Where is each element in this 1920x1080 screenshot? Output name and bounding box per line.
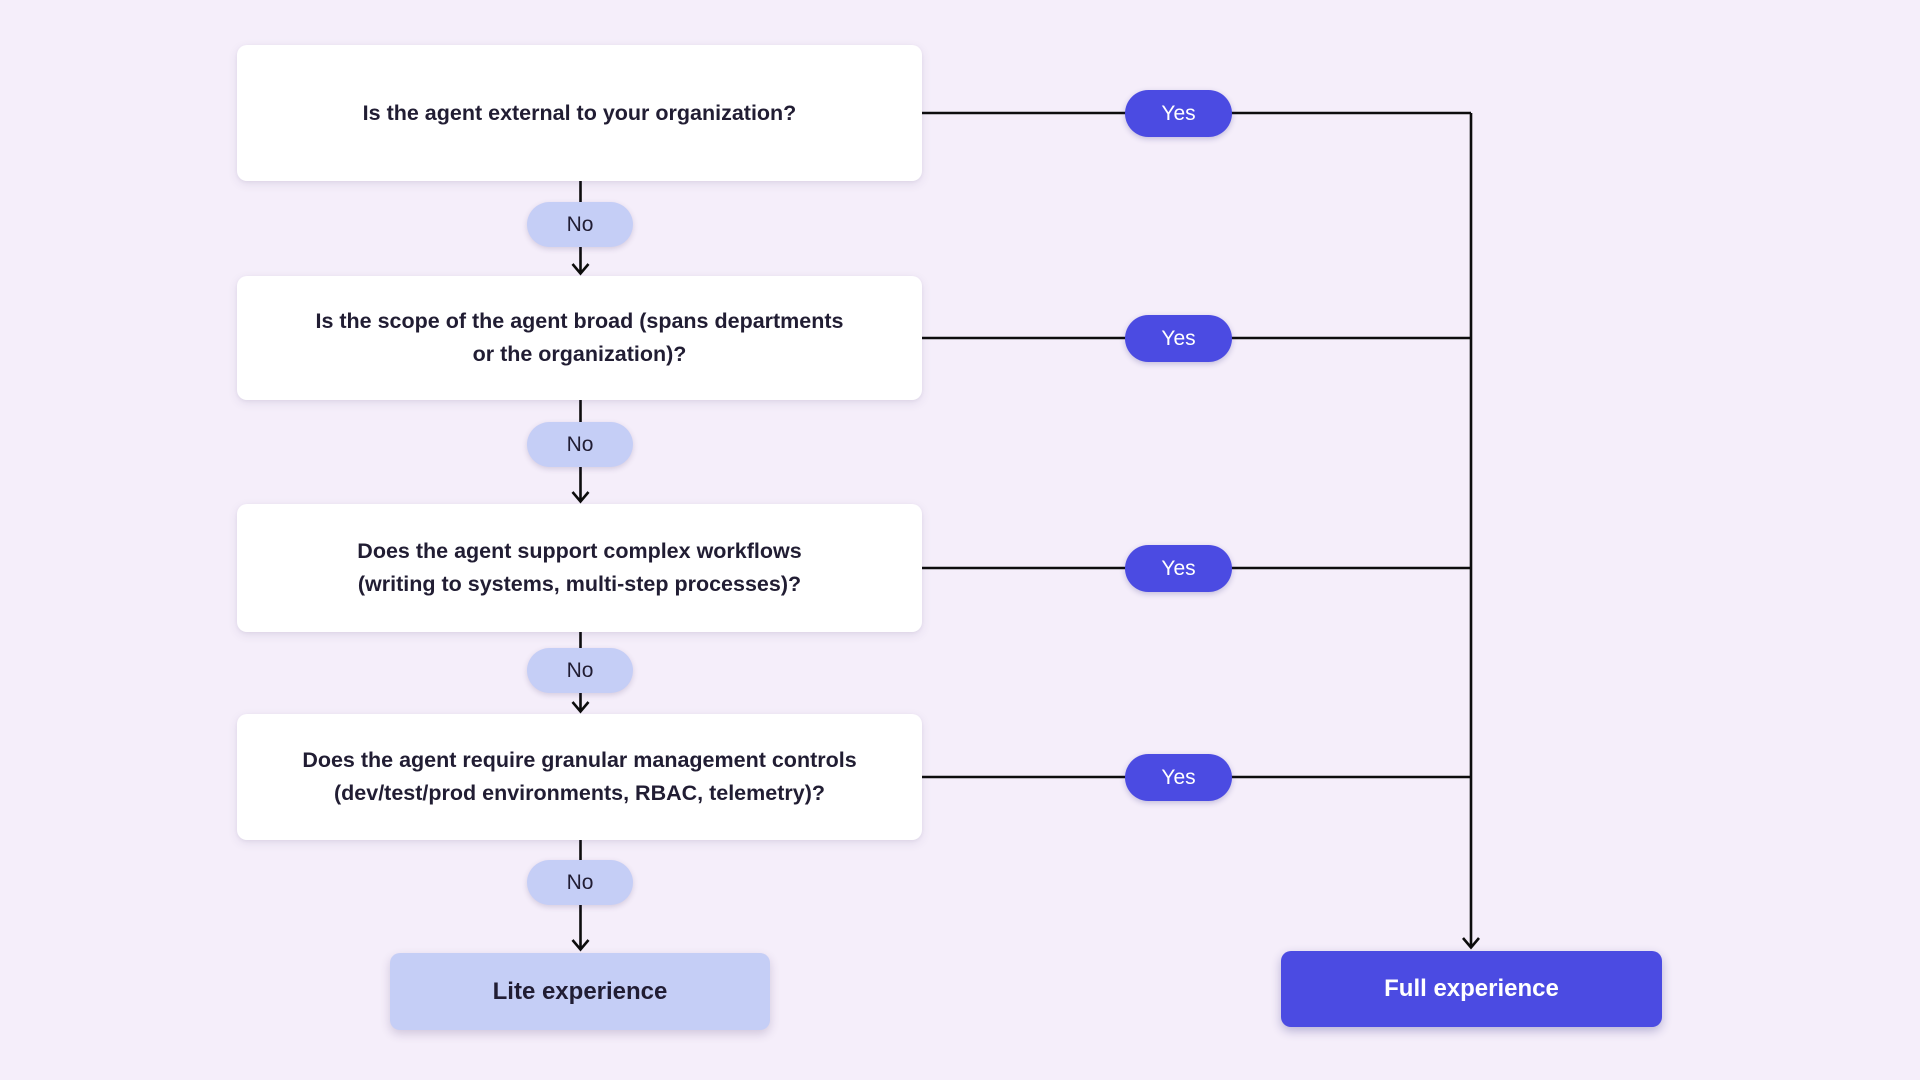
connector-no4-to-lite [571, 905, 590, 952]
connector-yes-trunk-to-full [1462, 113, 1480, 950]
lite-experience-box: Lite experience [390, 953, 770, 1030]
connector-no3-to-q4 [571, 693, 590, 714]
no-pill-1-label: No [566, 212, 594, 236]
yes-pill-1: Yes [1125, 90, 1232, 137]
no-pill-3: No [527, 648, 633, 693]
full-experience-box: Full experience [1281, 951, 1662, 1027]
yes-pill-2: Yes [1125, 315, 1232, 362]
no-pill-1: No [527, 202, 633, 247]
connector-no1-to-q2 [571, 247, 590, 276]
connector-no2-to-q3 [571, 467, 590, 504]
yes-pill-4-label: Yes [1161, 765, 1196, 789]
question-4-line-1: Does the agent require granular manageme… [302, 748, 857, 772]
question-4-line-2: (dev/test/prod environments, RBAC, telem… [333, 781, 825, 805]
yes-pill-3: Yes [1125, 545, 1232, 592]
question-2-line-1: Is the scope of the agent broad (spans d… [315, 309, 844, 333]
yes-pill-4: Yes [1125, 754, 1232, 801]
full-experience-label: Full experience [1384, 975, 1559, 1002]
yes-pill-3-label: Yes [1161, 556, 1196, 580]
no-pill-2-label: No [566, 432, 594, 456]
no-pill-4: No [527, 860, 633, 905]
question-box-2: Is the scope of the agent broad (spans d… [237, 276, 922, 400]
question-box-4: Does the agent require granular manageme… [237, 714, 922, 840]
no-pill-3-label: No [566, 658, 594, 682]
yes-pill-1-label: Yes [1161, 101, 1196, 125]
question-1-line-1: Is the agent external to your organizati… [362, 100, 797, 125]
no-pill-4-label: No [566, 870, 594, 894]
question-2-line-2: or the organization)? [472, 342, 687, 366]
lite-experience-label: Lite experience [492, 977, 668, 1005]
question-box-1: Is the agent external to your organizati… [237, 45, 922, 181]
yes-pill-2-label: Yes [1161, 326, 1196, 350]
question-3-line-2: (writing to systems, multi-step processe… [357, 572, 802, 596]
question-box-3: Does the agent support complex workflows… [237, 504, 922, 632]
question-3-line-1: Does the agent support complex workflows [357, 539, 802, 563]
no-pill-2: No [527, 422, 633, 467]
